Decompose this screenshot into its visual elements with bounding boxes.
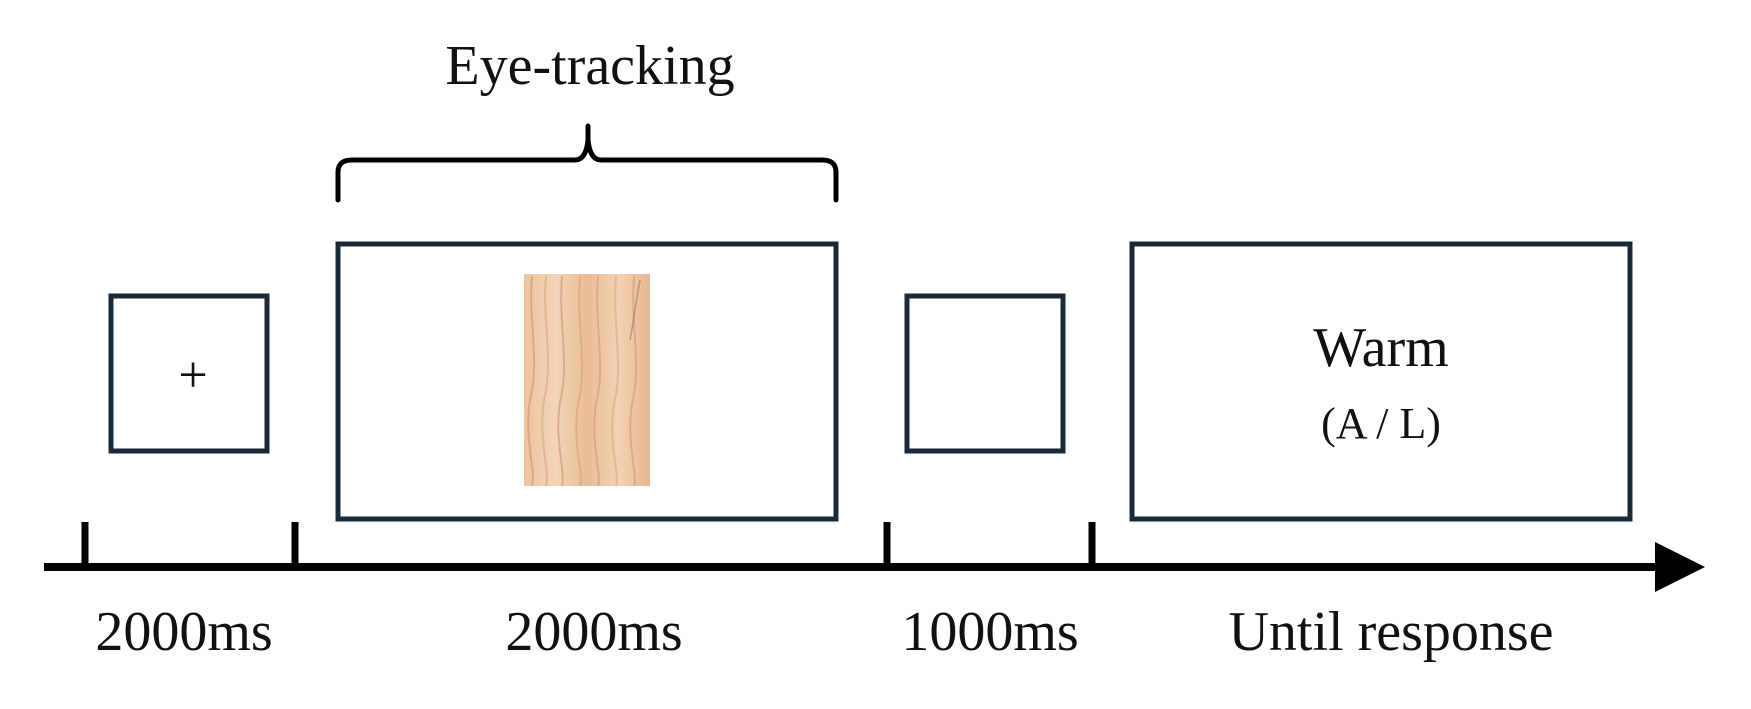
duration-label-blank: 1000ms xyxy=(901,601,1078,663)
response-keys: (A / L) xyxy=(1321,399,1441,448)
timeline-arrowhead xyxy=(1655,542,1705,592)
eye-tracking-bracket xyxy=(335,123,839,203)
duration-label-stimulus: 2000ms xyxy=(505,601,682,663)
duration-label-response: Until response xyxy=(1228,601,1553,663)
eye-tracking-label: Eye-tracking xyxy=(445,35,734,97)
wood-texture-image xyxy=(524,274,650,487)
blank-screen xyxy=(904,293,1066,454)
response-screen xyxy=(1129,241,1633,522)
fixation-cross: + xyxy=(178,347,207,404)
response-word: Warm xyxy=(1313,317,1448,379)
fixation-screen xyxy=(108,293,270,454)
duration-label-fixation: 2000ms xyxy=(95,601,272,663)
